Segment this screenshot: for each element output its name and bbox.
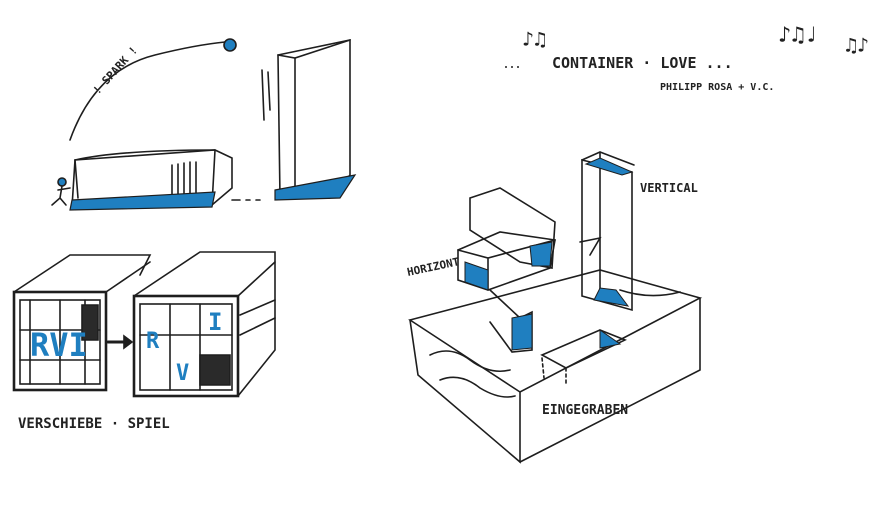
music-notes-icon-2: ♪♫♩ <box>778 23 818 48</box>
horizontal-label: HORIZONT <box>406 255 461 279</box>
shift-play-label: VERSCHIEBE · SPIEL <box>18 416 170 432</box>
v-letter: V <box>176 361 189 386</box>
spark-label: ! SPARK ! <box>91 44 141 97</box>
i-letter: I <box>208 308 222 336</box>
dug-in-label: EINGEGRABEN <box>542 403 628 418</box>
shift-play-sketch <box>12 251 276 398</box>
terrain-sketch <box>408 151 703 464</box>
arrow-right-icon <box>123 334 134 350</box>
rvi-letters: RVI <box>30 326 88 364</box>
vertical-label: VERTICAL <box>640 181 698 195</box>
vertical-container-sketch <box>261 39 357 201</box>
music-notes-icon-3: ♫♪ <box>845 33 869 57</box>
authors: PHILIPP ROSA + V.C. <box>660 82 774 93</box>
title: CONTAINER · LOVE ... <box>552 54 733 72</box>
spark-sketch <box>51 38 261 211</box>
music-notes-icon: ♪♫ <box>522 27 546 51</box>
r-letter: R <box>146 329 160 354</box>
notes-icon: ♪♫ ♪♫♩ ♫♪ <box>522 23 869 57</box>
